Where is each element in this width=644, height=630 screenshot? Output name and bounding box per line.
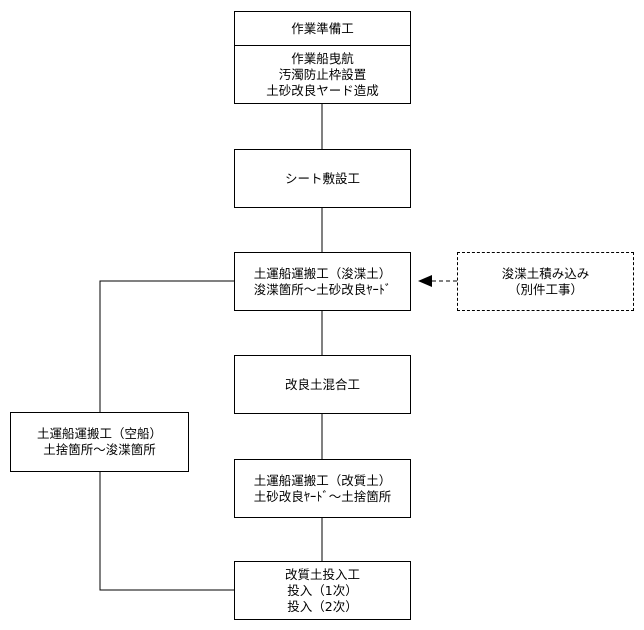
box-improved-soil-mixing: 改良土混合工 [234,355,411,414]
mix-line-1: 改良土混合工 [284,376,360,392]
dump-line-2: 投入（1次） [287,582,358,598]
prep-line-3: 土砂改良ヤード造成 [266,82,379,98]
prep-line-2: 汚濁防止枠設置 [278,66,367,82]
dump-line-1: 改質土投入工 [284,566,360,582]
connector-loop-to-transport [99,280,234,412]
box-sheet-laying: シート敷設工 [234,149,411,208]
box-dredged-soil-loading: 浚渫土積み込み （別件工事） [457,252,634,311]
sheet-line-1: シート敷設工 [284,170,360,186]
box-transport-dredged-soil: 土運船運搬工（浚渫土） 浚渫箇所～土砂改良ﾔｰﾄﾞ [234,252,411,311]
dump-line-3: 投入（2次） [287,598,358,614]
transport-dredge-line-2: 浚渫箇所～土砂改良ﾔｰﾄﾞ [253,281,392,297]
box-transport-improved-soil: 土運船運搬工（改質土） 土砂改良ﾔｰﾄﾞ～土捨箇所 [234,459,411,518]
arrow-head-icon [418,275,432,287]
transport-dredge-line-1: 土運船運搬工（浚渫土） [253,265,392,281]
dredge-load-line-1: 浚渫土積み込み [501,265,590,281]
box-work-preparation-body: 作業船曳航 汚濁防止枠設置 土砂改良ヤード造成 [235,46,410,103]
transport-improved-line-2: 土砂改良ﾔｰﾄﾞ～土捨箇所 [253,488,392,504]
box-transport-empty-vessel: 土運船運搬工（空船） 土捨箇所～浚渫箇所 [10,412,189,472]
dredge-load-line-2: （別件工事） [507,281,583,297]
transport-empty-line-1: 土運船運搬工（空船） [36,426,162,441]
prep-title-text: 作業準備工 [291,20,354,36]
transport-improved-line-1: 土運船運搬工（改質土） [253,472,392,488]
box-improved-soil-dumping: 改質土投入工 投入（1次） 投入（2次） [234,561,411,620]
transport-empty-line-2: 土捨箇所～浚渫箇所 [43,442,156,457]
connector-loop-from-dump [99,472,234,591]
box-work-preparation: 作業準備工 作業船曳航 汚濁防止枠設置 土砂改良ヤード造成 [234,11,411,104]
prep-line-1: 作業船曳航 [291,50,354,66]
box-work-preparation-title: 作業準備工 [235,12,410,46]
